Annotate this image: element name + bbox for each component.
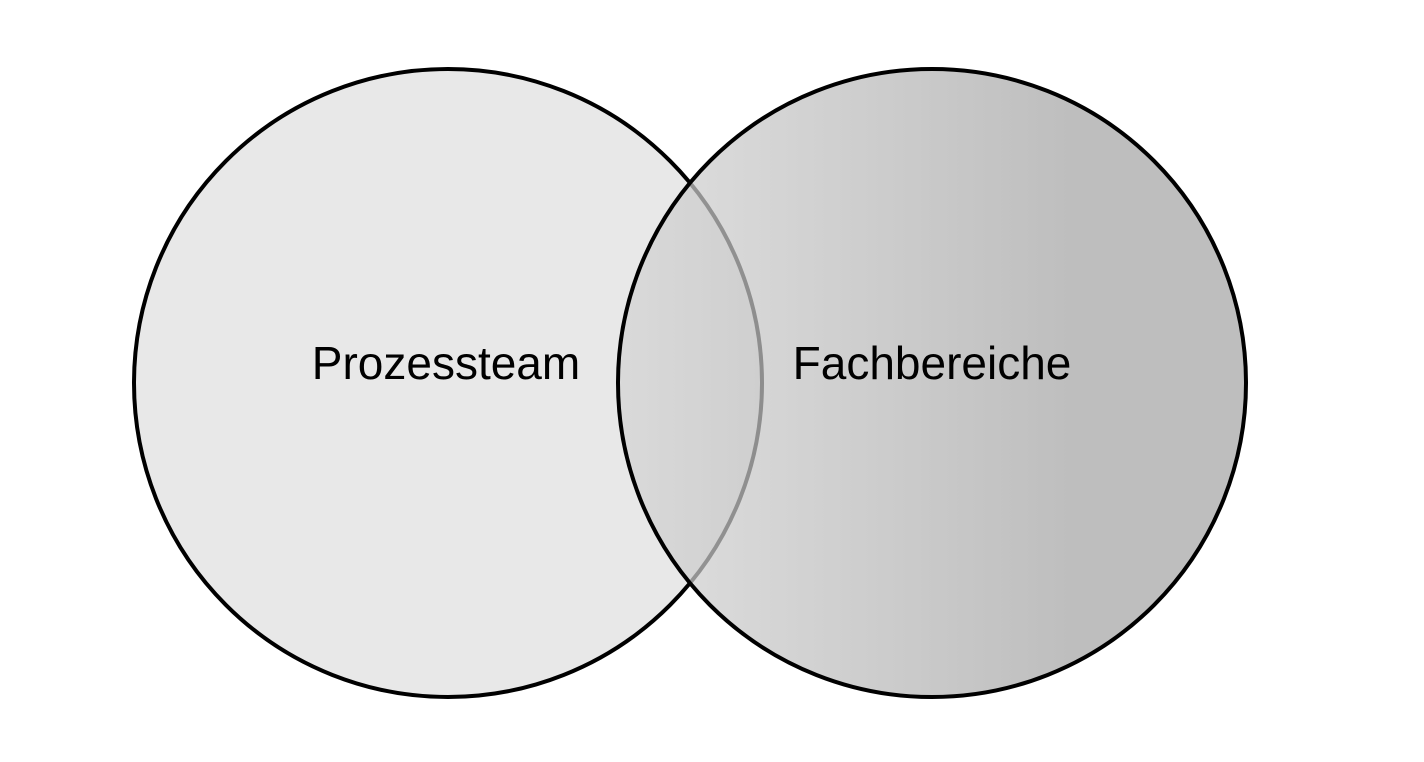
set-circle-fachbereiche xyxy=(618,69,1246,697)
set-circle-fachbereiche-outline xyxy=(616,67,1248,699)
set-label-prozessteam: Prozessteam xyxy=(311,337,581,389)
set-label-fachbereiche: Fachbereiche xyxy=(792,337,1072,389)
